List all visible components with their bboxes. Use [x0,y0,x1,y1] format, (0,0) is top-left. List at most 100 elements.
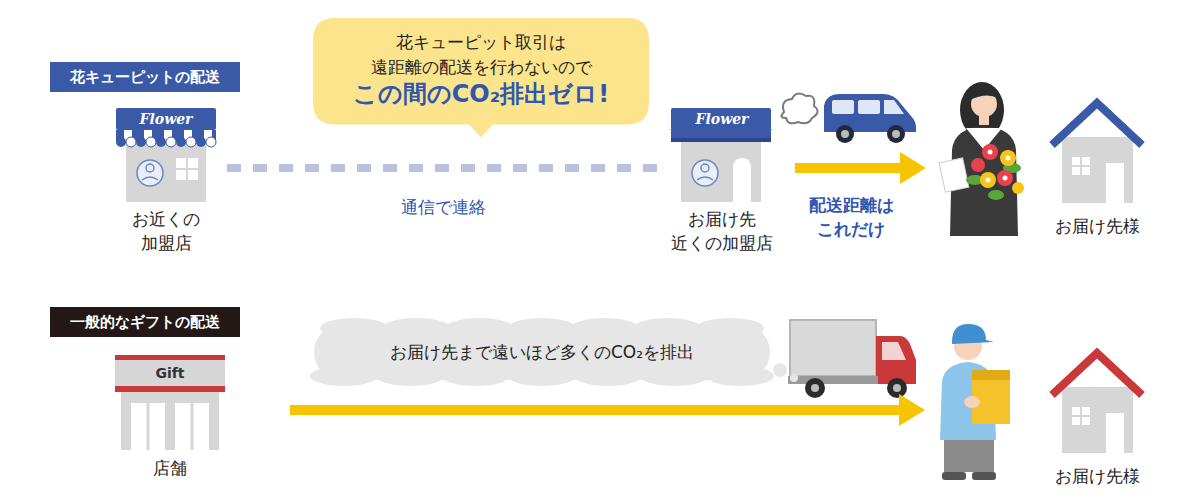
cloud-shape-part [445,318,513,338]
flower-shop-icon-part [176,158,198,180]
house-icon-part-part [1072,407,1080,415]
house-icon-part-part [1082,157,1090,165]
section-title: 花キューピットの配送 [70,68,220,86]
delivery-van-part [824,94,916,132]
house-icon-part-part [1072,417,1080,425]
courier-figure-part [952,324,994,344]
cloud-shape-part [508,318,576,338]
delivery-arrow [290,394,925,426]
florist-figure-part [979,115,989,125]
delivery-van-part [884,100,904,114]
truck-part [811,384,819,392]
flower-shop-icon-part [671,138,771,142]
flower-shop-icon-part-part [116,137,126,147]
node-label: お届け先様 [1040,215,1155,239]
cloud-callout: お届け先まで遠いほど多くのCO₂を排出 [314,320,770,384]
house-icon-part [1106,163,1124,203]
truck-part [788,376,878,384]
house-icon-part-part [1072,157,1080,165]
cloud-shape-part [640,366,708,386]
section-band: 花キューピットの配送 [50,62,240,92]
florist-figure-part-part [971,158,985,172]
florist-figure-part [970,89,998,100]
cloud-shape-part [773,363,787,377]
flower-shop-icon-part-part [186,137,196,147]
delivery-arrow-part [899,394,925,426]
cloud-shape-part [310,366,378,386]
florist-figure-part-part [1003,176,1008,181]
courier-figure-part [942,472,966,480]
florist-figure-part [980,150,1024,194]
florist-figure-part [939,158,969,192]
callout-heading: この間のCO₂排出ゼロ! [333,79,629,110]
node-label: お届け先様 [1040,465,1155,489]
truck-part [893,384,901,392]
cloud-shape [310,318,798,386]
flower-shop-icon-part-part [146,137,156,147]
courier-figure-part [964,396,980,408]
flower-shop-icon-part-part [156,137,166,147]
truck-part [876,336,916,384]
flower-shop-icon-part [692,160,718,186]
delivery-van-part [836,125,854,143]
delivery-arrow-part [900,152,926,184]
house-icon-part [1106,413,1124,453]
truck-part [882,342,906,360]
house-icon-part [1052,103,1142,145]
sign-text: Flower [660,110,784,128]
house-icon-part-part [1082,167,1090,175]
store-node: Gift店舗 [110,355,230,483]
florist-figure-part [986,150,1011,183]
edge-label: 通信で連絡 [398,196,489,219]
florist-figure-part-part [980,172,996,188]
house-icon-part-part [1072,167,1080,175]
flower-shop-icon-part [697,177,713,180]
sign-text: Flower [105,110,227,128]
delivery-arrow-part [795,163,903,173]
flower-shop-icon-part-part [206,137,216,147]
flower-shop-icon-part-part [166,137,176,147]
house-icon-part-part [1082,417,1090,425]
flower-shop-icon-part-part [126,137,136,147]
delivery-arrow [795,152,926,184]
flower-shop-icon-part-part [176,137,186,147]
cloud-shape-part [320,318,388,338]
flower-shop-icon-part-part [136,137,146,147]
house-icon [1052,103,1142,203]
flower-shop-icon-part [176,158,198,180]
flower-shop-icon-part [146,164,154,172]
callout-text: 花キューピット取引は 遠距離の配送を行わないので [333,30,629,79]
truck-part [887,378,907,398]
house-icon [1052,353,1142,453]
delivery-van-part [887,125,905,143]
dashed-connector [227,164,660,172]
sign-text: Gift [110,364,230,382]
florist-figure-part-part [1006,156,1011,161]
flower-shop-icon-part [126,142,206,202]
distance-note: 配送距離は これだけ [795,194,907,242]
section-band: 一般的なギフトの配送 [50,307,240,337]
courier-figure-part [944,440,994,472]
courier-figure-part [972,370,1010,380]
cloud-shape-part [706,366,774,386]
flower-shop-icon-part [681,142,761,202]
house-icon-part [1062,137,1133,203]
delivery-van-part [832,100,854,114]
cloud-text: お届け先まで遠いほど多くのCO₂を排出 [390,341,694,364]
speech-callout: 花キューピット取引は 遠距離の配送を行わないのでこの間のCO₂排出ゼロ! [313,18,649,124]
florist-figure-part-part [988,150,993,155]
flower-shop-icon-part-part [196,137,206,147]
house-node: お届け先様 [1040,95,1155,243]
cloud-shape-part [442,366,510,386]
courier-figure [940,324,1010,480]
truck-part [805,378,825,398]
florist-figure-part-part [986,178,991,183]
gift-store-icon-part [121,392,219,450]
flower-shop-icon-part [701,164,709,172]
flower-shop-icon-part [137,160,163,186]
house-icon-part [1072,407,1090,425]
florist-figure-part-part [1000,150,1016,166]
gift-store-icon-part [148,403,192,450]
section-title: 一般的なギフトの配送 [70,313,220,331]
